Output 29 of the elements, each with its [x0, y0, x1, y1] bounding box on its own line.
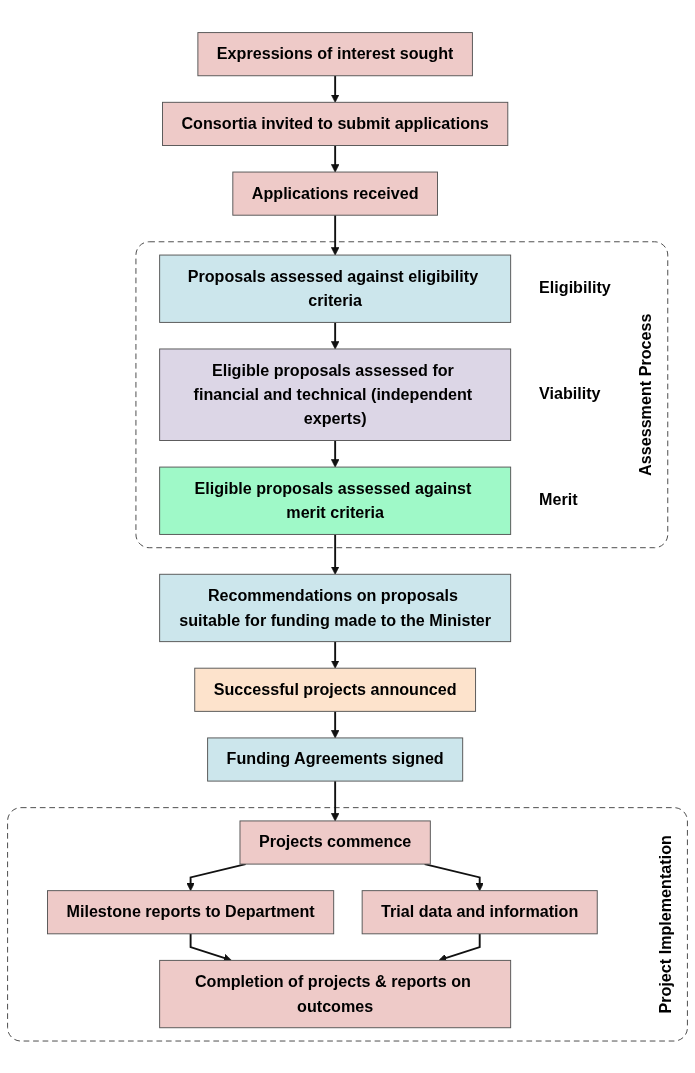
arrow: [330, 710, 340, 738]
node-box: Eligible proposals assessed against merit criteria: [159, 466, 512, 535]
arrow: [423, 862, 484, 891]
node-box: Expressions of interest sought: [197, 31, 473, 76]
arrow: [330, 439, 340, 468]
node-box: Consortia invited to submit applications: [162, 101, 509, 146]
node-box: Applications received: [232, 171, 438, 216]
arrow: [330, 779, 340, 821]
stage-label: Merit: [539, 489, 578, 508]
arrow: [330, 213, 340, 256]
node-box: Eligible proposals assessed for financial and technical (independent experts): [159, 348, 512, 441]
arrow: [330, 144, 340, 173]
arrow: [189, 932, 232, 962]
arrow: [330, 533, 340, 575]
node-box: Trial data and information: [361, 889, 598, 934]
stage-label: Viability: [539, 383, 601, 402]
arrow: [186, 862, 247, 891]
arrow: [330, 74, 340, 103]
stage-label: Eligibility: [539, 277, 611, 296]
arrow: [330, 321, 340, 350]
node-box: Funding Agreements signed: [207, 737, 464, 782]
node-box: Successful projects announced: [194, 667, 477, 712]
node-box: Projects commence: [239, 820, 431, 865]
arrow: [330, 640, 340, 669]
node-box: Completion of projects & reports on outcomes: [159, 959, 512, 1028]
node-box: Recommendations on proposals suitable for funding made to the Minister: [159, 573, 512, 642]
node-box: Milestone reports to Department: [47, 889, 335, 934]
arrow: [438, 932, 481, 962]
node-box: Proposals assessed against eligibility criteria: [159, 254, 512, 323]
